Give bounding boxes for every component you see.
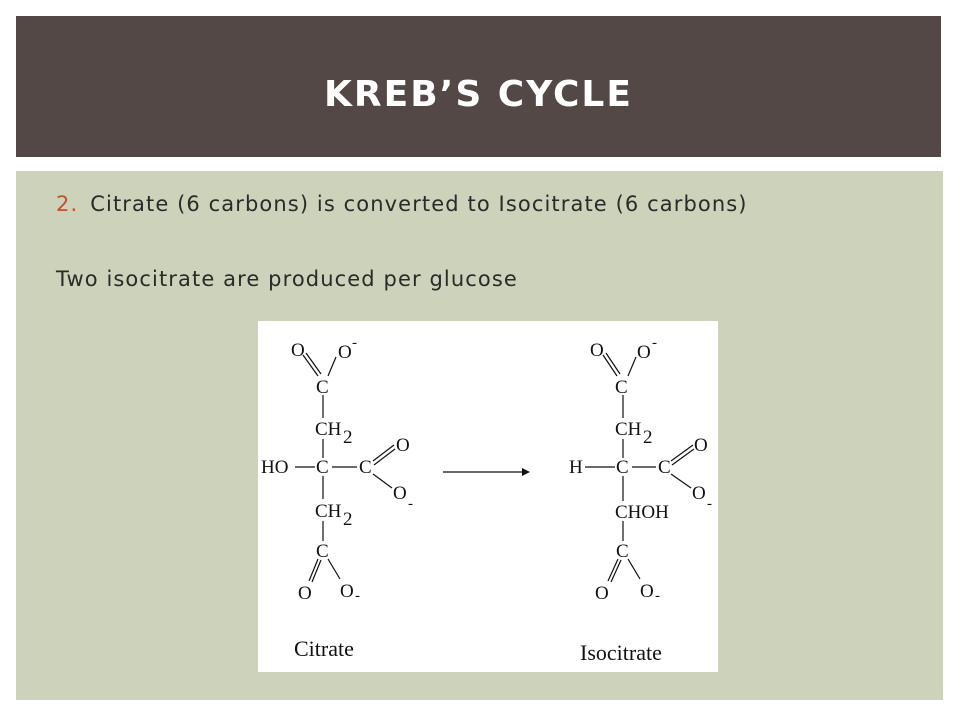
atom-c: C — [316, 457, 329, 478]
charge-minus: - — [655, 588, 660, 604]
subscript-2: 2 — [343, 509, 353, 530]
atom-o: O — [338, 342, 352, 363]
atom-o: O — [396, 435, 410, 456]
reaction-diagram: O O - C CH 2 HO C C O O - CH 2 C O O - C… — [258, 321, 718, 672]
charge-minus: - — [355, 588, 360, 604]
atom-o: O — [590, 340, 604, 361]
bullet-number: 2. — [56, 192, 79, 216]
atom-ho: HO — [261, 457, 288, 478]
atom-ch: CH — [315, 419, 342, 440]
reaction-svg: O O - C CH 2 HO C C O O - CH 2 C O O - C… — [261, 335, 712, 665]
atom-o: O — [595, 583, 609, 604]
slide-title: KREB’S CYCLE — [324, 74, 633, 115]
atom-o: O — [393, 483, 407, 504]
atom-o: O — [640, 581, 654, 602]
title-bar: KREB’S CYCLE — [16, 16, 941, 157]
charge-minus: - — [352, 335, 357, 351]
atom-ch: CH — [315, 501, 342, 522]
atom-h: H — [569, 457, 583, 478]
note-text: Two isocitrate are produced per glucose — [56, 267, 518, 291]
charge-minus: - — [707, 496, 712, 512]
atom-o: O — [340, 581, 354, 602]
bullet-item: 2. Citrate (6 carbons) is converted to Is… — [56, 192, 748, 216]
bond-lines — [295, 352, 695, 583]
atom-o: O — [298, 583, 312, 604]
atom-c: C — [316, 541, 329, 562]
atom-o: O — [291, 340, 305, 361]
subscript-2: 2 — [343, 427, 353, 448]
charge-minus: - — [408, 496, 413, 512]
atom-ch: CH — [615, 419, 642, 440]
reaction-arrow-head — [522, 468, 530, 476]
subscript-2: 2 — [643, 427, 653, 448]
atom-c: C — [658, 457, 671, 478]
bullet-text: Citrate (6 carbons) is converted to Isoc… — [90, 192, 748, 216]
citrate-label: Citrate — [294, 636, 354, 661]
atom-o: O — [694, 435, 708, 456]
isocitrate-label: Isocitrate — [580, 640, 662, 665]
atom-c: C — [616, 541, 629, 562]
charge-minus: - — [652, 335, 657, 351]
atom-c: C — [359, 457, 372, 478]
atom-c: C — [616, 457, 629, 478]
atom-c: C — [615, 377, 628, 398]
atom-o: O — [692, 483, 706, 504]
atom-o: O — [637, 342, 651, 363]
atom-c: C — [316, 377, 329, 398]
atom-choh: CHOH — [615, 502, 669, 523]
